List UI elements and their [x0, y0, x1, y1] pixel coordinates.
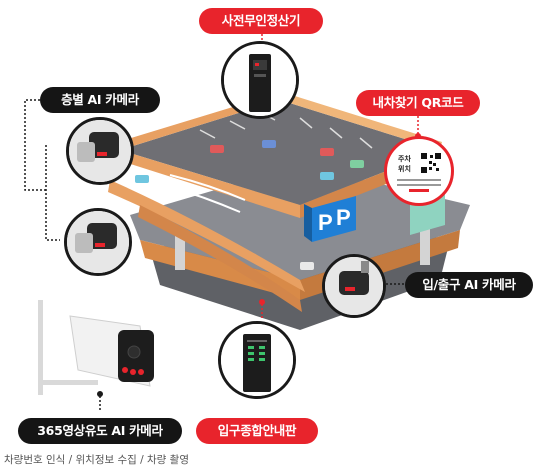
qr-sign-small-text — [397, 179, 441, 181]
qr-sign-line1: 주차 — [398, 155, 411, 163]
ceiling-camera-icon — [67, 211, 129, 273]
ceiling-camera-icon — [69, 120, 131, 182]
label-entry-camera: 입/출구 AI 카메라 — [405, 272, 533, 298]
qr-sign-circle: 주차 위치 — [384, 136, 454, 206]
label-entrance-board: 입구종합안내판 — [196, 418, 318, 444]
info-board-icon — [221, 324, 293, 396]
floor-camera-circle-bottom — [64, 208, 132, 276]
entry-camera-circle — [322, 254, 386, 318]
qr-code-icon — [421, 153, 441, 173]
floor-camera-circle-top — [66, 117, 134, 185]
qr-sign-small-text-2 — [397, 184, 441, 186]
kiosk-circle — [221, 41, 299, 119]
label-floor-camera: 층별 AI 카메라 — [40, 87, 160, 113]
label-outdoor-camera: 365영상유도 AI 카메라 — [18, 418, 182, 444]
label-pre-payment: 사전무인정산기 — [199, 8, 323, 34]
label-qr-code: 내차찾기 QR코드 — [356, 90, 480, 116]
entrance-board-circle — [218, 321, 296, 399]
qr-sign-line2: 위치 — [398, 165, 411, 173]
payment-kiosk-icon — [224, 44, 296, 116]
caption-text: 차량번호 인식 / 위치정보 수집 / 차량 촬영 — [4, 454, 189, 466]
parking-sign-p: P — [318, 210, 333, 235]
entry-camera-icon — [325, 257, 383, 315]
qr-sign-red-bar — [409, 189, 429, 192]
parking-sign-p-2: P — [336, 205, 351, 230]
